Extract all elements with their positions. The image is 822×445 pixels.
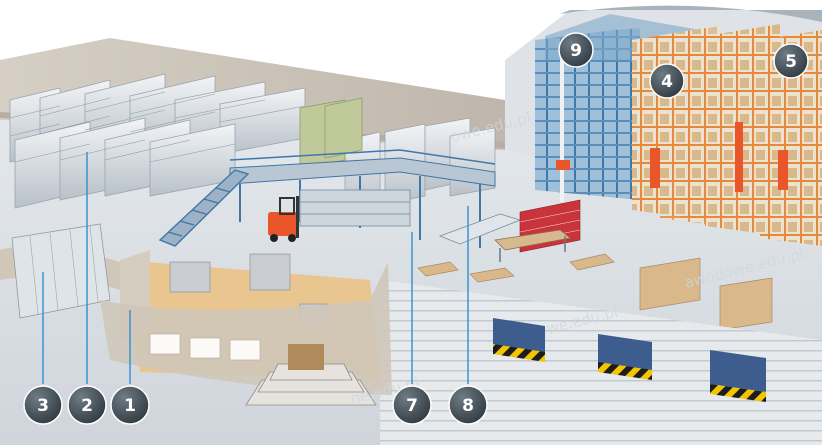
office-furniture xyxy=(169,253,329,325)
picking-table xyxy=(494,229,571,251)
mezzanine xyxy=(158,149,522,248)
office-windows xyxy=(149,333,261,361)
pallet-rack-5b xyxy=(760,30,822,246)
callout-badge-1: 1 xyxy=(110,385,150,425)
callout-lines xyxy=(42,152,469,384)
callout-badge-9: 9 xyxy=(558,32,594,68)
cartons xyxy=(417,253,773,331)
callout-label-9: 9 xyxy=(570,41,582,61)
dock-bumpers xyxy=(493,344,766,402)
callout-label-2: 2 xyxy=(81,396,93,416)
forklift xyxy=(268,196,299,242)
office-area xyxy=(0,223,392,406)
mezzanine-railing xyxy=(229,149,496,165)
staircase xyxy=(158,169,250,247)
callout-badges: 3 2 1 7 8 9 4 5 xyxy=(23,32,809,425)
loading-docks xyxy=(380,280,822,445)
green-shelves xyxy=(299,97,363,169)
callout-label-8: 8 xyxy=(462,396,474,416)
entrance-steps xyxy=(245,363,377,406)
callout-label-5: 5 xyxy=(785,52,797,72)
mobile-shelving-lines xyxy=(29,225,99,315)
stacker-crane xyxy=(560,52,564,202)
callout-label-7: 7 xyxy=(406,396,418,416)
stacker-crane-carriage xyxy=(556,160,570,170)
callout-label-4: 4 xyxy=(661,72,673,92)
reach-trucks xyxy=(650,122,788,192)
picking-area xyxy=(417,229,773,331)
callout-badge-3: 3 xyxy=(23,385,63,425)
callout-badge-4: 4 xyxy=(649,63,685,99)
high-bay-roof xyxy=(560,5,822,22)
callout-badge-8: 8 xyxy=(448,385,488,425)
callout-badge-5: 5 xyxy=(773,43,809,79)
shelf-lines xyxy=(9,91,306,163)
entrance-door xyxy=(288,344,324,370)
watermark-text-5: pl xyxy=(233,427,251,445)
mobile-shelving xyxy=(11,223,111,319)
callout-badge-7: 7 xyxy=(392,385,432,425)
lower-racks xyxy=(299,189,411,227)
callout-label-1: 1 xyxy=(124,396,136,416)
callout-badge-2: 2 xyxy=(67,385,107,425)
callout-label-3: 3 xyxy=(37,396,49,416)
dock-doors xyxy=(493,318,766,392)
